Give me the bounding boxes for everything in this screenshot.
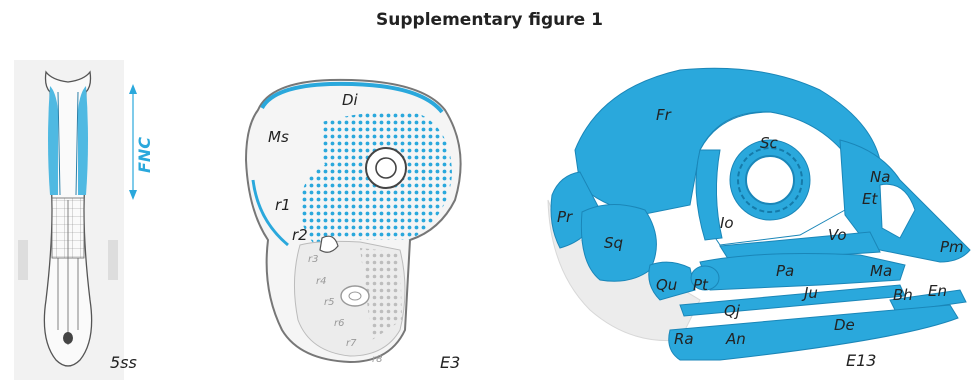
stage-5ss-label: 5ss bbox=[110, 353, 137, 372]
e13-label-ma: Ma bbox=[870, 262, 892, 280]
fnc-label: FNC bbox=[135, 137, 154, 173]
e3-label-di: Di bbox=[342, 91, 359, 109]
e3-label-r1: r1 bbox=[275, 196, 291, 214]
e3-label-r5: r5 bbox=[324, 297, 334, 308]
e13-label-pa: Pa bbox=[776, 262, 794, 280]
skull-e13 bbox=[548, 68, 970, 360]
e13-label-qj: Qj bbox=[724, 302, 741, 320]
e13-label-bh: Bh bbox=[893, 286, 913, 304]
e13-label-pm: Pm bbox=[940, 238, 964, 256]
e13-label-qu: Qu bbox=[656, 276, 677, 294]
e13-label-ju: Ju bbox=[801, 284, 818, 302]
stage-e13-label: E13 bbox=[846, 351, 876, 370]
e13-label-io: Io bbox=[720, 214, 734, 232]
e13-label-vo: Vo bbox=[828, 226, 847, 244]
e3-label-r6: r6 bbox=[334, 318, 344, 329]
embryo-5ss bbox=[14, 60, 137, 380]
e13-label-an: An bbox=[725, 330, 746, 348]
e13-label-pt: Pt bbox=[693, 276, 709, 294]
e13-label-en: En bbox=[928, 282, 947, 300]
e13-label-et: Et bbox=[862, 190, 878, 208]
e3-label-r3: r3 bbox=[308, 254, 318, 265]
e13-label-pr: Pr bbox=[557, 208, 573, 226]
e13-label-de: De bbox=[834, 316, 855, 334]
e13-label-fr: Fr bbox=[656, 106, 672, 124]
e13-label-sq: Sq bbox=[604, 234, 623, 252]
e13-label-sc: Sc bbox=[760, 134, 779, 152]
e3-label-r4: r4 bbox=[316, 276, 326, 287]
e13-label-na: Na bbox=[870, 168, 890, 186]
e3-label-r8: r8 bbox=[372, 354, 382, 365]
stage-e3-label: E3 bbox=[440, 353, 460, 372]
e13-label-ra: Ra bbox=[674, 330, 694, 348]
e3-label-r7: r7 bbox=[346, 338, 357, 349]
e3-label-r2: r2 bbox=[292, 226, 308, 244]
e3-label-ms: Ms bbox=[268, 128, 289, 146]
embryo-e3 bbox=[246, 80, 461, 362]
